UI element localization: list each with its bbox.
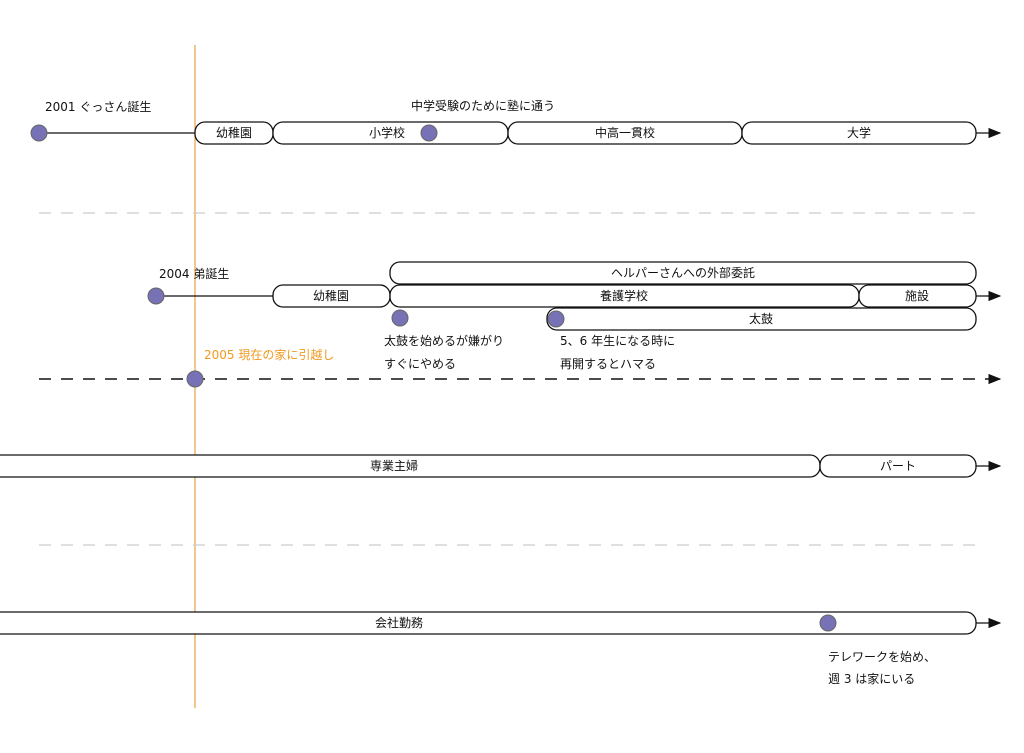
stage-pill (858, 284, 977, 308)
event-dot (547, 310, 565, 328)
stage-pill (741, 121, 977, 145)
event-label: テレワークを始め、 (828, 650, 936, 664)
event-dot (420, 124, 438, 142)
move-label: 2005 現在の家に引越し (204, 347, 334, 362)
stage-label: 幼稚園 (313, 289, 349, 303)
birth-label: 2004 弟誕生 (159, 267, 229, 281)
event-dot (30, 124, 48, 142)
timeline-row-4: 会社勤務 テレワークを始め、 週 3 は家にいる (0, 611, 1002, 686)
taiko-pill (546, 307, 977, 331)
stage-label: 小学校 (369, 125, 405, 140)
stage-label: 養護学校 (600, 288, 648, 303)
event-label: 太鼓を始めるが嫌がり (384, 333, 504, 348)
timeline-row-2: ヘルパーさんへの外部委託 幼稚園 養護学校 施設 太鼓 2004 弟誕生 太鼓を… (147, 261, 1002, 371)
event-label: 5、6 年生になる時に (560, 334, 675, 348)
event-label: 再開するとハマる (560, 357, 656, 371)
event-dot (819, 614, 837, 632)
stage-label: 幼稚園 (216, 126, 252, 140)
stage-label: 専業主婦 (370, 458, 418, 473)
stage-label: 大学 (847, 125, 871, 140)
stage-label: 会社勤務 (375, 615, 423, 630)
birth-label: 2001 ぐっさん誕生 (45, 100, 151, 114)
event-label: すぐにやめる (384, 357, 456, 371)
move-row: 2005 現在の家に引越し (39, 347, 1002, 388)
event-dot (147, 287, 165, 305)
event-label: 週 3 は家にいる (828, 671, 915, 686)
helper-label: ヘルパーさんへの外部委託 (611, 265, 755, 280)
event-label: 中学受験のために塾に通う (411, 98, 555, 113)
event-dot (391, 309, 409, 327)
stage-label: 施設 (905, 288, 929, 303)
helper-pill (389, 261, 977, 285)
stage-label: 中高一貫校 (595, 125, 655, 140)
timeline-row-1: 幼稚園 小学校 中高一貫校 大学 2001 ぐっさん誕生 中学受験のために塾に通… (30, 98, 1002, 145)
event-dot (186, 370, 204, 388)
stage-label: パート (880, 459, 916, 473)
timeline-row-3: 専業主婦 パート (0, 454, 1002, 478)
taiko-label: 太鼓 (749, 311, 773, 326)
